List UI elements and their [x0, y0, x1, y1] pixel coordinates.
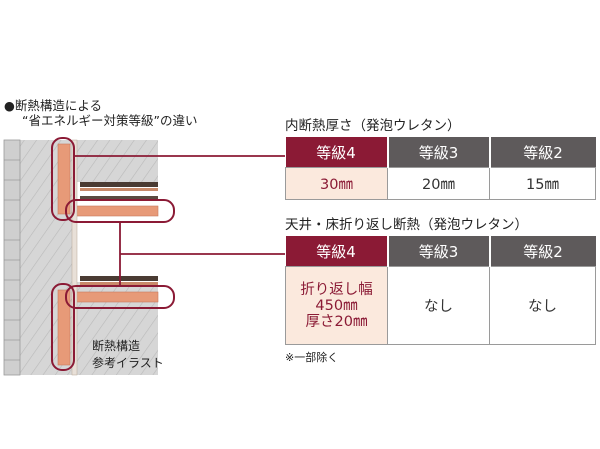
floor-finish-upper: [80, 188, 158, 191]
ceiling-insulation: [71, 205, 159, 217]
section1-title: 内断熱厚さ（発泡ウレタン）: [285, 118, 461, 134]
section2-value-grade2: なし: [489, 266, 596, 345]
section1-table: 等級4 等級3 等級2 30㎜ 20㎜ 15㎜: [285, 137, 596, 200]
footnote: ※一部除く: [285, 351, 339, 364]
floor-insulation: [71, 291, 159, 303]
callout-wall-lower: [51, 283, 75, 371]
wall-insulation-upper: [57, 143, 71, 215]
caption-line-1: 断熱構造: [92, 339, 141, 353]
floor-finish-lower: [80, 282, 158, 285]
illustration-caption: 断熱構造 参考イラスト: [92, 338, 164, 372]
heading-line-2: “省エネルギー対策等級”の違い: [22, 113, 198, 128]
caption-line-2: 参考イラスト: [92, 356, 164, 370]
section2-table: 等級4 等級3 等級2 折り返し幅 450㎜ 厚さ20㎜ なし なし: [285, 236, 596, 345]
wall-insulation-lower: [57, 289, 71, 366]
section2-value-grade4: 折り返し幅 450㎜ 厚さ20㎜: [285, 266, 388, 345]
section2-value-grade3: なし: [387, 266, 490, 345]
section1-header-grade3: 等級3: [387, 137, 491, 168]
section2-title: 天井・床折り返し断熱（発泡ウレタン）: [285, 217, 528, 233]
section2-value-row: 折り返し幅 450㎜ 厚さ20㎜ なし なし: [285, 266, 596, 345]
floor-layer-upper: [80, 182, 158, 187]
section1-value-grade3: 20㎜: [387, 167, 490, 200]
section2-header-row: 等級4 等級3 等級2: [285, 236, 596, 267]
grade4-line-1: 折り返し幅: [300, 281, 373, 298]
section1-value-grade4: 30㎜: [285, 167, 388, 200]
callout-wall-upper: [51, 137, 75, 221]
heading-line-1: ●断熱構造による: [4, 98, 103, 113]
grade4-line-2: 450㎜: [315, 297, 358, 314]
section1-value-row: 30㎜ 20㎜ 15㎜: [285, 167, 596, 200]
outer-wall: [3, 139, 21, 376]
section1-header-grade4: 等級4: [285, 137, 389, 168]
section1-value-grade2: 15㎜: [489, 167, 596, 200]
diagram-heading: ●断熱構造による “省エネルギー対策等級”の違い: [4, 98, 197, 128]
section1-header-grade2: 等級2: [489, 137, 596, 168]
grade4-line-3: 厚さ20㎜: [305, 313, 368, 330]
floor-layer-lower: [80, 276, 158, 281]
section2-header-grade2: 等級2: [489, 236, 596, 267]
section1-header-row: 等級4 等級3 等級2: [285, 137, 596, 168]
section2-header-grade4: 等級4: [285, 236, 389, 267]
interior-board: [71, 139, 78, 376]
section2-header-grade3: 等級3: [387, 236, 491, 267]
ceiling-layer: [80, 196, 158, 200]
